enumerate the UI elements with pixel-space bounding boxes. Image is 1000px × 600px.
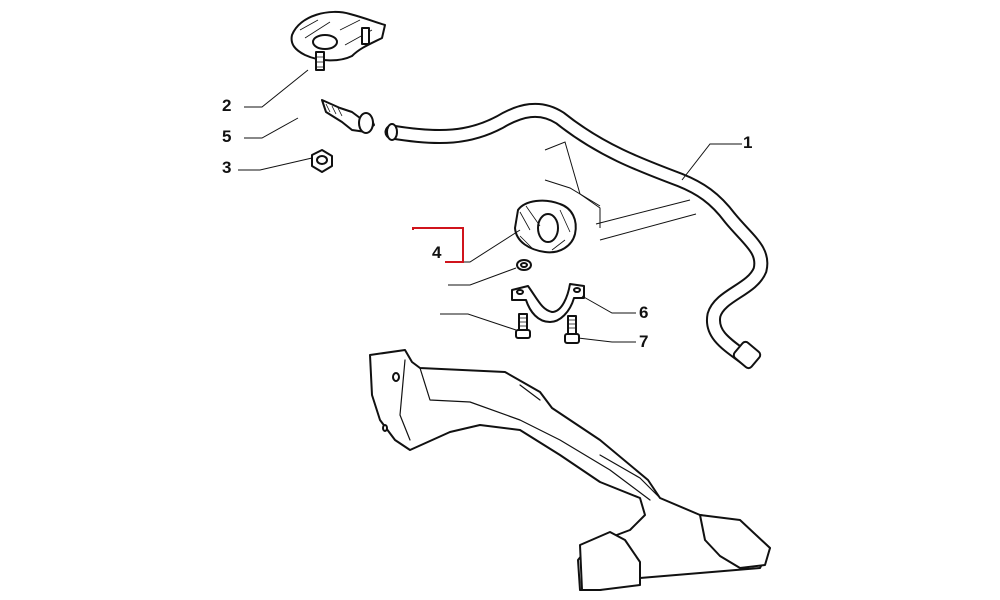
callout-labels: 2 5 3 1 4 6 7	[222, 96, 752, 351]
leader-lines	[238, 69, 742, 343]
leader-washer	[448, 267, 517, 286]
leader-3	[238, 157, 313, 171]
leader-6	[581, 295, 636, 314]
mounting-bracket	[290, 10, 386, 71]
nut	[311, 149, 333, 173]
callout-4: 4	[432, 243, 442, 262]
link-bushing	[321, 99, 375, 134]
callout-3: 3	[222, 158, 231, 177]
leader-4	[448, 229, 521, 263]
bar-end-right	[732, 340, 762, 370]
leader-bolt-left	[440, 313, 517, 331]
rubber-bushing	[514, 199, 577, 254]
bolt-right	[564, 315, 580, 344]
leader-2	[244, 69, 309, 108]
subframe-crossmember	[369, 349, 771, 591]
callout-1: 1	[743, 133, 752, 152]
callout-6: 6	[639, 303, 648, 322]
callout-5: 5	[222, 127, 231, 146]
leader-bar-bracket-lower	[544, 179, 601, 207]
leader-5	[244, 117, 299, 139]
bolt-left	[515, 313, 531, 339]
bracket-stud	[315, 51, 325, 71]
leader-7	[577, 337, 636, 343]
bar-end-left	[386, 123, 398, 141]
callout-2: 2	[222, 96, 231, 115]
highlight-bracket	[412, 227, 464, 263]
stabilizer-bar	[384, 102, 769, 370]
leader-1	[681, 143, 742, 181]
callout-7: 7	[639, 332, 648, 351]
washer	[516, 259, 532, 271]
u-clamp	[511, 283, 585, 323]
